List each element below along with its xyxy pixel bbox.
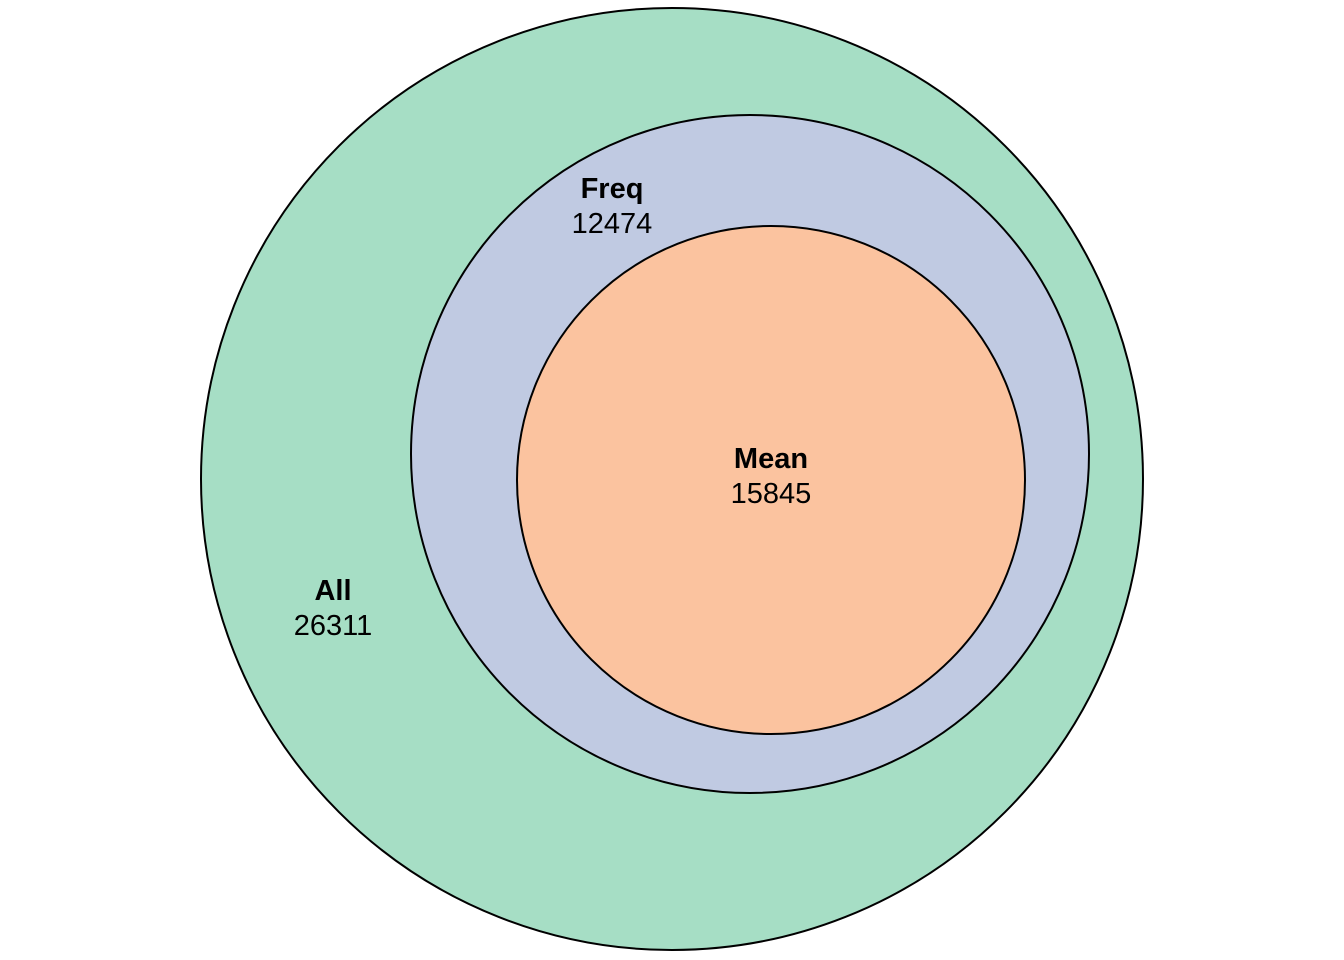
set-mean-name: Mean [734, 443, 808, 475]
set-all-name: All [314, 575, 351, 607]
set-mean-count: 15845 [731, 478, 812, 510]
set-freq-name: Freq [581, 173, 644, 205]
set-freq-label: Freq 12474 [572, 173, 653, 240]
set-all-count: 26311 [294, 610, 373, 642]
set-freq-count: 12474 [572, 208, 653, 240]
set-mean-label: Mean 15845 [731, 443, 812, 510]
set-all-label: All 26311 [294, 575, 373, 642]
set-mean-circle [516, 225, 1026, 735]
